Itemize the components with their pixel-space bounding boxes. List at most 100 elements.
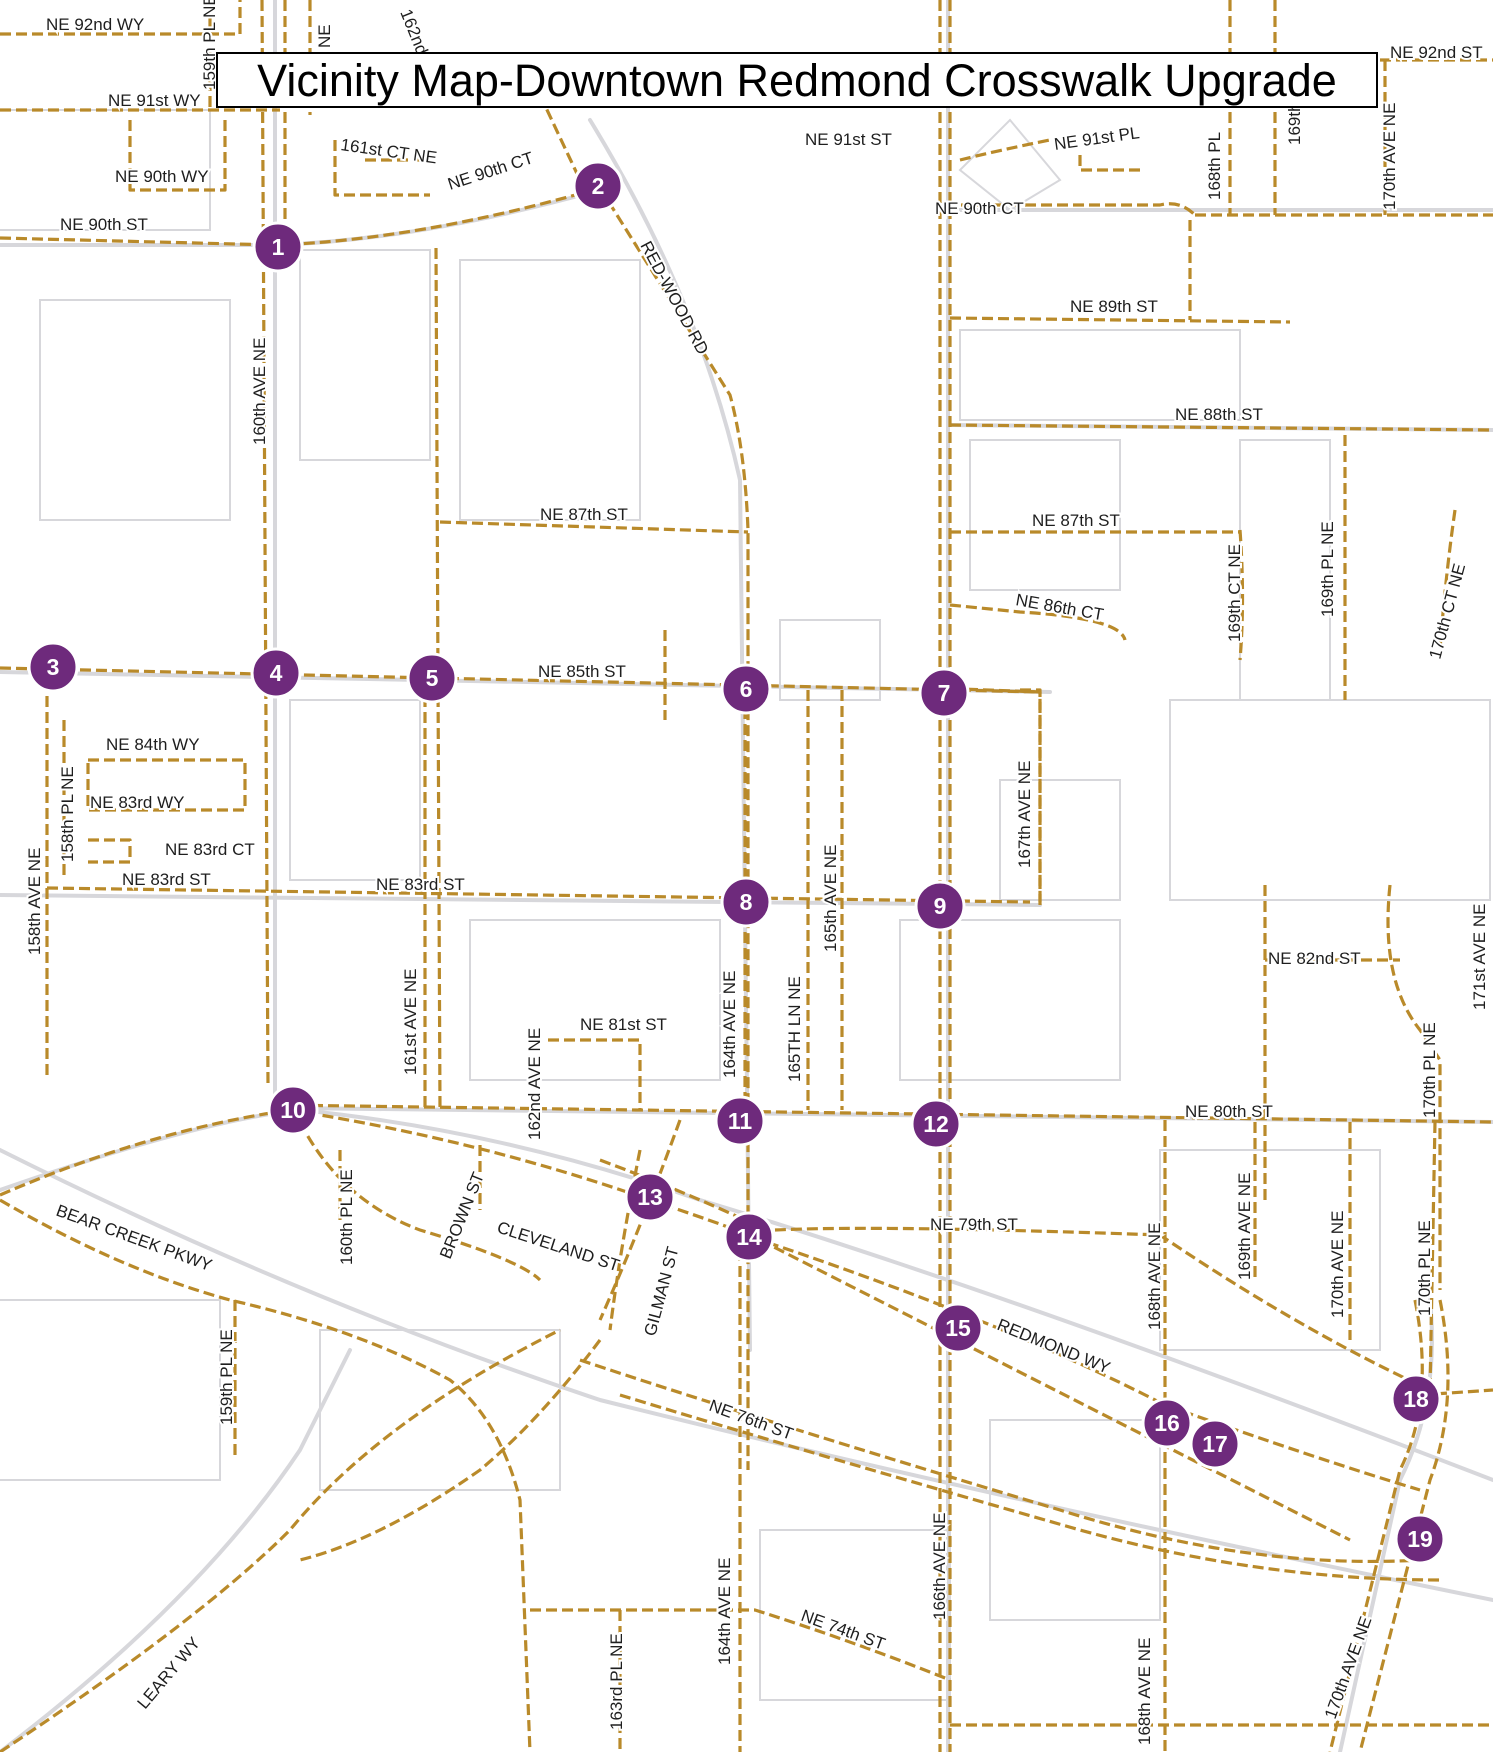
street-label: NE 92nd WY <box>46 15 144 34</box>
marker-number: 2 <box>592 173 605 199</box>
street-label: BROWN ST <box>436 1169 488 1261</box>
crosswalk-markers: 1 2 3 4 5 6 7 8 9 10 11 12 13 14 15 16 1… <box>27 160 1446 1565</box>
street-label: 162nd AVE NE <box>525 1028 544 1140</box>
street-label: BEAR CREEK PKWY <box>54 1201 215 1275</box>
street-label: NE 83rd WY <box>90 793 184 812</box>
marker-number: 7 <box>938 680 951 706</box>
marker-number: 3 <box>47 654 60 680</box>
street-label: 167th AVE NE <box>1015 761 1034 868</box>
street-label: NE 79th ST <box>930 1215 1018 1234</box>
street-label: NE 92nd ST <box>1390 43 1483 62</box>
marker-number: 18 <box>1403 1386 1429 1412</box>
street-label: NE 86th CT <box>1014 590 1105 624</box>
street-label: CLEVELAND ST <box>495 1218 622 1275</box>
marker-number: 4 <box>270 660 283 686</box>
street-label: NE 88th ST <box>1175 405 1263 424</box>
crosswalk-marker[interactable]: 5 <box>406 652 458 704</box>
crosswalk-marker[interactable]: 18 <box>1390 1373 1442 1425</box>
street-label: LEARY WY <box>134 1634 205 1713</box>
marker-number: 5 <box>426 665 439 691</box>
street-label: 159th PL NE <box>200 0 219 90</box>
map-title-box: Vicinity Map-Downtown Redmond Crosswalk … <box>216 52 1378 108</box>
marker-number: 11 <box>728 1108 753 1134</box>
street-label: NE 84th WY <box>106 735 200 754</box>
street-label: NE 83rd ST <box>122 870 211 889</box>
street-label: 169th PL NE <box>1318 521 1337 617</box>
street-label: NE 91st ST <box>805 130 892 149</box>
crosswalk-marker[interactable]: 16 <box>1141 1397 1193 1449</box>
crosswalk-marker[interactable]: 14 <box>723 1211 775 1263</box>
street-label: 168th AVE NE <box>1145 1223 1164 1330</box>
marker-number: 13 <box>637 1184 663 1210</box>
street-label: 165TH LN NE <box>785 976 804 1082</box>
street-label: NE 90th WY <box>115 167 209 186</box>
street-label: 169th CT NE <box>1225 544 1244 642</box>
crosswalk-marker[interactable]: 13 <box>624 1171 676 1223</box>
street-label: 166th AVE NE <box>930 1513 949 1620</box>
marker-number: 14 <box>736 1224 762 1250</box>
crosswalk-marker[interactable]: 10 <box>267 1084 319 1136</box>
marker-number: 15 <box>945 1315 971 1341</box>
street-label: 159th PL NE <box>217 1329 236 1425</box>
street-label: NE 87th ST <box>1032 511 1120 530</box>
street-label: NE 91st WY <box>108 91 201 110</box>
street-label: 170th AVE NE <box>1380 103 1399 210</box>
street-label: NE <box>315 24 334 48</box>
street-label: NE 82nd ST <box>1268 949 1361 968</box>
marker-number: 10 <box>280 1097 306 1123</box>
crosswalk-marker[interactable]: 1 <box>252 221 304 273</box>
street-label: 161st AVE NE <box>401 969 420 1075</box>
street-label: 158th PL NE <box>58 766 77 862</box>
street-label: 170th CT NE <box>1426 561 1470 661</box>
parcel-outlines <box>0 109 1491 1701</box>
street-label: 170th AVE NE <box>1328 1211 1347 1318</box>
marker-number: 17 <box>1202 1431 1228 1457</box>
street-label: 171st AVE NE <box>1470 904 1489 1010</box>
crosswalk-marker[interactable]: 4 <box>250 647 302 699</box>
crosswalk-marker[interactable]: 15 <box>932 1302 984 1354</box>
map-title: Vicinity Map-Downtown Redmond Crosswalk … <box>257 54 1337 106</box>
crosswalk-marker[interactable]: 2 <box>572 160 624 212</box>
street-label: NE 74th ST <box>799 1606 888 1654</box>
street-label: NE 89th ST <box>1070 297 1158 316</box>
marker-number: 8 <box>740 889 753 915</box>
street-label: 158th AVE NE <box>25 848 44 955</box>
street-label: 168th AVE NE <box>1135 1638 1154 1745</box>
street-label: 170th PL NE <box>1415 1220 1434 1316</box>
crosswalk-marker[interactable]: 11 <box>714 1095 766 1147</box>
street-label: 160th PL NE <box>337 1169 356 1265</box>
crosswalk-marker[interactable]: 12 <box>910 1098 962 1150</box>
marker-number: 19 <box>1407 1526 1433 1552</box>
street-label: 164th AVE NE <box>720 971 739 1078</box>
street-label: 162nd <box>396 6 431 57</box>
street-label: RED-WOOD RD <box>636 238 712 358</box>
street-label: NE 83rd CT <box>165 840 255 859</box>
crosswalk-marker[interactable]: 17 <box>1189 1418 1241 1470</box>
street-label: 168th PL <box>1205 132 1224 200</box>
street-label: 164th AVE NE <box>715 1558 734 1665</box>
crosswalk-marker[interactable]: 6 <box>720 663 772 715</box>
street-label: 170th PL NE <box>1420 1022 1439 1118</box>
marker-number: 1 <box>272 234 285 260</box>
street-labels: NE 92nd WY 159th PL NE NE 162nd NE 92nd … <box>23 0 1491 1747</box>
crosswalk-marker[interactable]: 8 <box>720 876 772 928</box>
street-label: 169th AVE NE <box>1235 1173 1254 1280</box>
street-label: 163rd PL NE <box>607 1633 626 1730</box>
marker-number: 16 <box>1154 1410 1180 1436</box>
crosswalk-marker[interactable]: 19 <box>1394 1513 1446 1565</box>
street-label: NE 83rd ST <box>376 875 465 894</box>
street-label: 165th AVE NE <box>821 845 840 952</box>
street-label: NE 81st ST <box>580 1015 667 1034</box>
street-label: NE 85th ST <box>538 662 626 681</box>
street-label: 169th <box>1285 102 1304 145</box>
marker-number: 9 <box>934 893 947 919</box>
crosswalk-marker[interactable]: 3 <box>27 641 79 693</box>
street-label: NE 87th ST <box>540 505 628 524</box>
crosswalk-marker[interactable]: 9 <box>914 880 966 932</box>
street-label: 161st CT NE <box>339 135 438 167</box>
crosswalk-marker[interactable]: 7 <box>918 667 970 719</box>
street-label: NE 90th CT <box>445 148 535 194</box>
street-label: NE 90th ST <box>60 215 148 234</box>
